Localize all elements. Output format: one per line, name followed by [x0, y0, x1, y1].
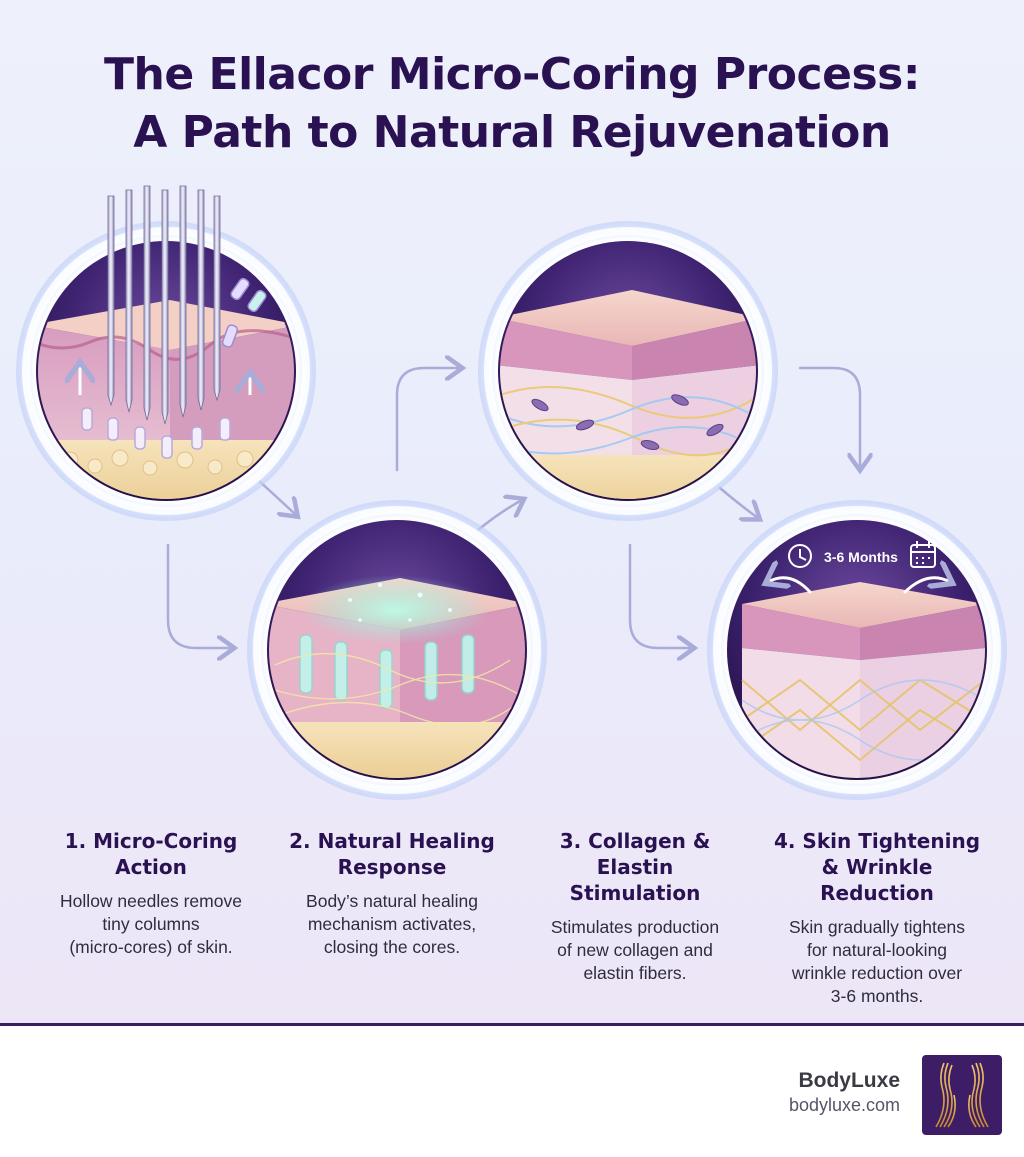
footer: BodyLuxe bodyluxe.com	[0, 1023, 1024, 1157]
step-3-heading: 3. Collagen & Elastin Stimulation	[559, 829, 711, 905]
arrow-icon	[628, 543, 692, 648]
step-1-caption: 1. Micro-Coring Action Hollow needles re…	[36, 828, 266, 959]
step-2-description: Body’s natural healing mechanism activat…	[306, 891, 478, 957]
step-4-description: Skin gradually tightens for natural-look…	[788, 917, 966, 1006]
step-3-description: Stimulates production of new collagen an…	[550, 917, 720, 983]
step-4-caption: 4. Skin Tightening & Wrinkle Reduction S…	[762, 828, 992, 1008]
arrow-icon	[718, 486, 758, 518]
clock-icon	[788, 544, 812, 568]
timeline-badge: 3-6 Months	[824, 549, 898, 565]
title-line-2: A Path to Natural Rejuvenation	[133, 107, 891, 158]
step-3-illustration	[478, 221, 778, 521]
step-1-heading: 1. Micro-Coring Action	[64, 829, 238, 879]
brand-url[interactable]: bodyluxe.com	[788, 1095, 900, 1115]
step-2-illustration	[247, 500, 547, 800]
title-line-1: The Ellacor Micro-Coring Process:	[104, 49, 920, 100]
arrow-icon	[798, 366, 860, 468]
brand-name: BodyLuxe	[798, 1069, 900, 1092]
step-4-heading: 4. Skin Tightening & Wrinkle Reduction	[773, 829, 981, 905]
step-1-illustration	[16, 185, 316, 521]
process-illustration: 3-6 Months	[16, 185, 1007, 800]
step-1-description: Hollow needles remove tiny columns (micr…	[60, 891, 242, 957]
step-2-heading: 2. Natural Healing Response	[289, 829, 495, 879]
step-3-caption: 3. Collagen & Elastin Stimulation Stimul…	[520, 828, 750, 985]
step-2-caption: 2. Natural Healing Response Body’s natur…	[277, 828, 507, 959]
arrow-icon	[395, 368, 460, 472]
arrow-icon	[476, 500, 522, 532]
calendar-icon	[910, 541, 936, 568]
needle-icon	[107, 185, 221, 425]
arrow-icon	[256, 478, 296, 515]
arrow-icon	[166, 543, 232, 648]
logo-icon	[922, 1055, 1002, 1135]
step-4-illustration: 3-6 Months	[707, 500, 1007, 800]
page-title: The Ellacor Micro-Coring Process: A Path…	[0, 46, 1024, 162]
